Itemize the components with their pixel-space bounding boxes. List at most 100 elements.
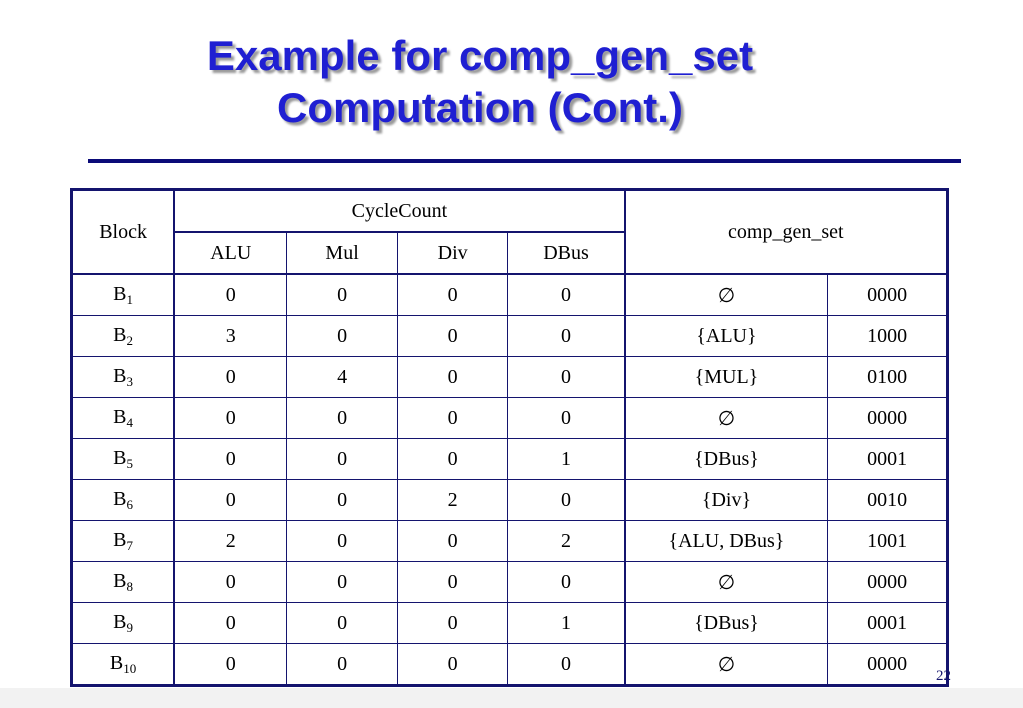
cell-mul: 0 <box>286 438 398 480</box>
block-name: B <box>113 528 127 551</box>
cell-div: 2 <box>396 479 509 521</box>
cell-mul: 0 <box>286 602 398 644</box>
cell-div: 0 <box>396 602 509 644</box>
footer-band <box>0 688 1023 708</box>
cell-block: B4 <box>71 397 176 439</box>
cell-comp-gen-set: ∅ <box>624 273 829 316</box>
cell-block: B5 <box>71 438 176 480</box>
cell-dbus: 0 <box>507 561 626 603</box>
cell-div: 0 <box>396 273 509 316</box>
block-subscript: 7 <box>126 537 134 553</box>
cell-alu: 0 <box>173 602 288 644</box>
cell-dbus: 1 <box>507 602 626 644</box>
cell-div: 0 <box>396 397 509 439</box>
cell-alu: 0 <box>173 643 288 686</box>
cell-mul: 0 <box>286 479 398 521</box>
header-comp-gen-set: comp_gen_set <box>624 189 948 275</box>
cell-div: 0 <box>396 438 509 480</box>
cell-block: B7 <box>71 520 176 562</box>
cell-mul: 0 <box>286 273 398 316</box>
cell-comp-gen-set: {MUL} <box>624 356 829 398</box>
table-header-row-1: Block CycleCount comp_gen_set <box>71 189 948 275</box>
cell-comp-gen-set: {ALU, DBus} <box>624 520 829 562</box>
cell-dbus: 1 <box>507 438 626 480</box>
cell-bit-vector: 1000 <box>827 315 948 357</box>
block-subscript: 8 <box>126 578 134 594</box>
header-dbus: DBus <box>507 231 626 275</box>
header-mul: Mul <box>286 231 398 275</box>
title-divider <box>88 159 961 163</box>
cell-block: B8 <box>71 561 176 603</box>
cell-alu: 0 <box>173 561 288 603</box>
block-name: B <box>109 651 124 674</box>
cell-alu: 2 <box>173 520 288 562</box>
cell-mul: 0 <box>286 315 398 357</box>
cell-block: B9 <box>71 602 176 644</box>
cell-dbus: 0 <box>507 315 626 357</box>
cell-dbus: 0 <box>507 479 626 521</box>
cell-comp-gen-set: {DBus} <box>624 602 829 644</box>
block-subscript: 2 <box>126 332 134 348</box>
cell-bit-vector: 0001 <box>827 602 948 644</box>
cell-dbus: 0 <box>507 356 626 398</box>
block-name: B <box>113 364 127 387</box>
cell-bit-vector: 0000 <box>827 643 948 686</box>
header-block: Block <box>71 189 176 275</box>
cell-comp-gen-set: ∅ <box>624 561 829 603</box>
block-subscript: 5 <box>126 455 134 471</box>
slide-title-line-2: Computation (Cont.) <box>277 84 683 131</box>
cell-dbus: 0 <box>507 643 626 686</box>
cell-comp-gen-set: ∅ <box>624 643 829 686</box>
cell-bit-vector: 0000 <box>827 397 948 439</box>
block-name: B <box>113 323 127 346</box>
cell-dbus: 2 <box>507 520 626 562</box>
cell-block: B6 <box>71 479 176 521</box>
cell-comp-gen-set: ∅ <box>624 397 829 439</box>
slide-title: Example for comp_gen_set Computation (Co… <box>0 30 960 134</box>
block-subscript: 3 <box>126 373 134 389</box>
slide-title-line-1: Example for comp_gen_set <box>206 32 754 79</box>
cell-div: 0 <box>396 520 509 562</box>
cell-div: 0 <box>396 356 509 398</box>
table-header-row-2: ALU Mul Div DBus <box>72 231 948 275</box>
block-name: B <box>113 405 127 428</box>
cell-dbus: 0 <box>507 397 626 439</box>
cell-mul: 0 <box>286 561 398 603</box>
cell-alu: 0 <box>173 438 288 480</box>
cell-mul: 0 <box>286 643 398 686</box>
header-cyclecount: CycleCount <box>173 189 626 233</box>
cell-bit-vector: 0000 <box>827 273 948 316</box>
cell-bit-vector: 1001 <box>827 520 948 562</box>
cell-block: B3 <box>71 356 176 398</box>
comp-gen-set-table: Block CycleCount comp_gen_set ALU Mul Di… <box>70 188 949 687</box>
block-subscript: 1 <box>126 291 134 307</box>
block-subscript: 9 <box>126 619 134 635</box>
cell-alu: 0 <box>173 273 288 316</box>
cell-block: B1 <box>71 273 176 316</box>
cell-dbus: 0 <box>507 273 626 316</box>
cell-block: B2 <box>71 315 176 357</box>
cell-bit-vector: 0100 <box>827 356 948 398</box>
cell-bit-vector: 0010 <box>827 479 948 521</box>
cell-alu: 0 <box>173 397 288 439</box>
cell-div: 0 <box>396 643 509 686</box>
cell-comp-gen-set: {ALU} <box>624 315 829 357</box>
cell-div: 0 <box>396 315 509 357</box>
cell-bit-vector: 0001 <box>827 438 948 480</box>
cell-alu: 0 <box>173 356 288 398</box>
cell-mul: 0 <box>286 397 398 439</box>
block-name: B <box>113 487 127 510</box>
cell-comp-gen-set: {DBus} <box>624 438 829 480</box>
cell-mul: 4 <box>286 356 398 398</box>
block-name: B <box>113 610 127 633</box>
